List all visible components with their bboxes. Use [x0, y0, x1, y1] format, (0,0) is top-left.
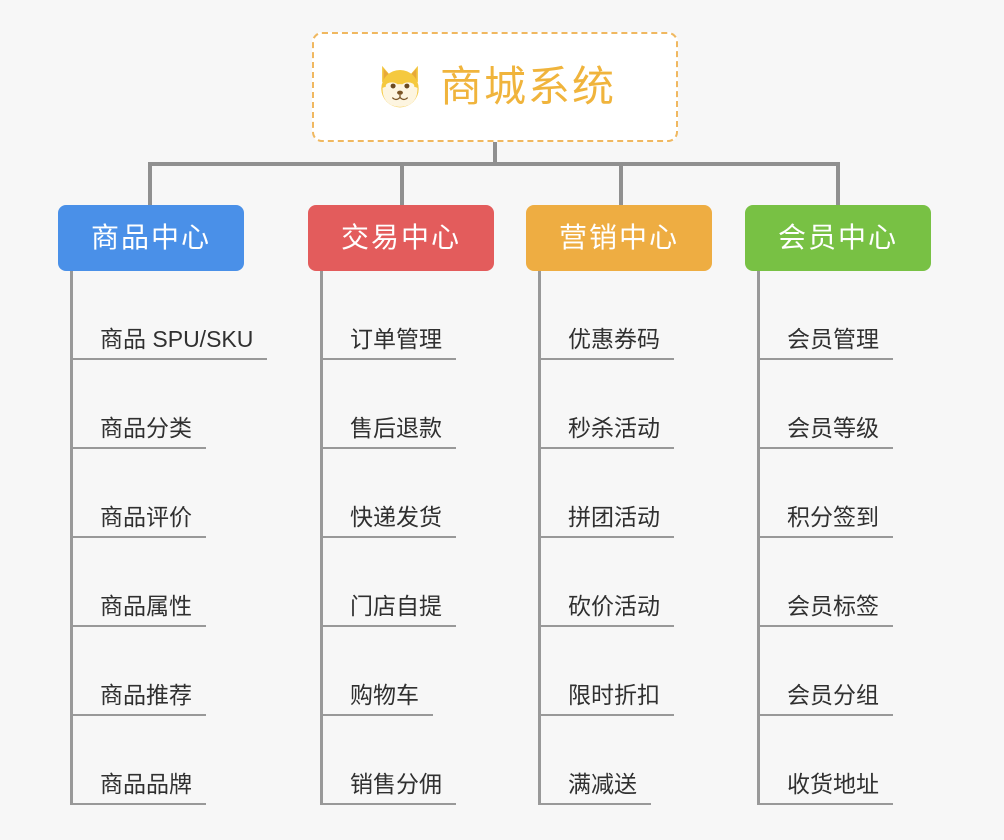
leaf-item-label: 满减送 — [568, 770, 637, 797]
leaf-item[interactable]: 商品 SPU/SKU — [58, 271, 268, 360]
category-header-label: 营销中心 — [558, 222, 679, 253]
leaf-spine — [320, 271, 323, 805]
leaf-item-label: 秒杀活动 — [568, 414, 660, 441]
branch-column-marketing-center: 营销中心 优惠券码 秒杀活动 拼团活动 砍价活动 限时折扣 满减送 — [526, 205, 712, 805]
branch-column-member-center: 会员中心 会员管理 会员等级 积分签到 会员标签 会员分组 收货地址 — [745, 205, 931, 805]
leaf-item-label: 会员等级 — [787, 414, 879, 441]
branch-column-trade-center: 交易中心 订单管理 售后退款 快递发货 门店自提 购物车 销售分佣 — [308, 205, 494, 805]
category-header-marketing-center[interactable]: 营销中心 — [526, 205, 712, 271]
leaf-item[interactable]: 拼团活动 — [526, 449, 712, 538]
category-header-product-center[interactable]: 商品中心 — [58, 205, 244, 271]
connector-drop-1 — [148, 162, 152, 206]
leaf-item-label: 销售分佣 — [350, 770, 442, 797]
leaf-item[interactable]: 优惠券码 — [526, 271, 712, 360]
connector-bus — [148, 162, 840, 166]
leaf-item-label: 商品推荐 — [100, 681, 192, 708]
category-header-trade-center[interactable]: 交易中心 — [308, 205, 494, 271]
leaf-item[interactable]: 门店自提 — [308, 538, 494, 627]
leaf-item-label: 收货地址 — [787, 770, 879, 797]
leaf-item-label: 限时折扣 — [568, 681, 660, 708]
leaf-item-label: 商品属性 — [100, 592, 192, 619]
leaf-item-label: 会员分组 — [787, 681, 879, 708]
connector-drop-3 — [619, 162, 623, 206]
leaf-item[interactable]: 售后退款 — [308, 360, 494, 449]
category-header-label: 会员中心 — [777, 222, 898, 253]
leaf-item[interactable]: 商品推荐 — [58, 627, 244, 716]
leaf-item[interactable]: 秒杀活动 — [526, 360, 712, 449]
leaf-list-product-center: 商品 SPU/SKU 商品分类 商品评价 商品属性 商品推荐 商品品牌 — [58, 271, 268, 805]
leaf-item[interactable]: 限时折扣 — [526, 627, 712, 716]
leaf-item-label: 售后退款 — [350, 414, 442, 441]
leaf-item[interactable]: 会员分组 — [745, 627, 931, 716]
leaf-list-trade-center: 订单管理 售后退款 快递发货 门店自提 购物车 销售分佣 — [308, 271, 494, 805]
leaf-item-label: 快递发货 — [350, 503, 442, 530]
leaf-item-label: 商品品牌 — [100, 770, 192, 797]
connector-drop-4 — [836, 162, 840, 206]
leaf-item-label: 订单管理 — [350, 325, 442, 352]
leaf-spine — [538, 271, 541, 805]
leaf-item[interactable]: 收货地址 — [745, 716, 931, 805]
leaf-item[interactable]: 销售分佣 — [308, 716, 494, 805]
leaf-item-label: 砍价活动 — [568, 592, 660, 619]
leaf-list-marketing-center: 优惠券码 秒杀活动 拼团活动 砍价活动 限时折扣 满减送 — [526, 271, 712, 805]
leaf-item-label: 拼团活动 — [568, 503, 660, 530]
leaf-item[interactable]: 会员管理 — [745, 271, 931, 360]
leaf-item-label: 会员管理 — [787, 325, 879, 352]
root-node[interactable]: 商城系统 — [312, 32, 678, 142]
leaf-spine — [70, 271, 73, 805]
branch-column-product-center: 商品中心 商品 SPU/SKU 商品分类 商品评价 商品属性 商品推荐 商品品牌 — [58, 205, 268, 805]
root-title: 商城系统 — [439, 63, 616, 110]
leaf-item-label: 商品分类 — [100, 414, 192, 441]
leaf-item[interactable]: 快递发货 — [308, 449, 494, 538]
category-header-label: 交易中心 — [340, 222, 461, 253]
connector-root-stem — [493, 142, 497, 164]
connector-drop-2 — [400, 162, 404, 206]
leaf-item[interactable]: 满减送 — [526, 716, 712, 805]
leaf-list-member-center: 会员管理 会员等级 积分签到 会员标签 会员分组 收货地址 — [745, 271, 931, 805]
leaf-item[interactable]: 购物车 — [308, 627, 494, 716]
leaf-item[interactable]: 商品品牌 — [58, 716, 244, 805]
leaf-item-label: 商品评价 — [100, 503, 192, 530]
leaf-item-label: 门店自提 — [350, 592, 442, 619]
leaf-item-label: 购物车 — [350, 681, 419, 708]
leaf-item[interactable]: 会员标签 — [745, 538, 931, 627]
leaf-item-label: 积分签到 — [787, 503, 879, 530]
leaf-item[interactable]: 商品分类 — [58, 360, 244, 449]
leaf-item[interactable]: 订单管理 — [308, 271, 494, 360]
leaf-item[interactable]: 商品评价 — [58, 449, 244, 538]
leaf-item[interactable]: 商品属性 — [58, 538, 244, 627]
leaf-item[interactable]: 会员等级 — [745, 360, 931, 449]
shiba-dog-icon — [381, 65, 419, 108]
leaf-item[interactable]: 砍价活动 — [526, 538, 712, 627]
category-header-member-center[interactable]: 会员中心 — [745, 205, 931, 271]
leaf-item-label: 会员标签 — [787, 592, 879, 619]
category-header-label: 商品中心 — [90, 222, 211, 253]
leaf-item[interactable]: 积分签到 — [745, 449, 931, 538]
leaf-item-label: 优惠券码 — [568, 325, 660, 352]
leaf-item-label: 商品 SPU/SKU — [100, 325, 254, 352]
leaf-spine — [757, 271, 760, 805]
